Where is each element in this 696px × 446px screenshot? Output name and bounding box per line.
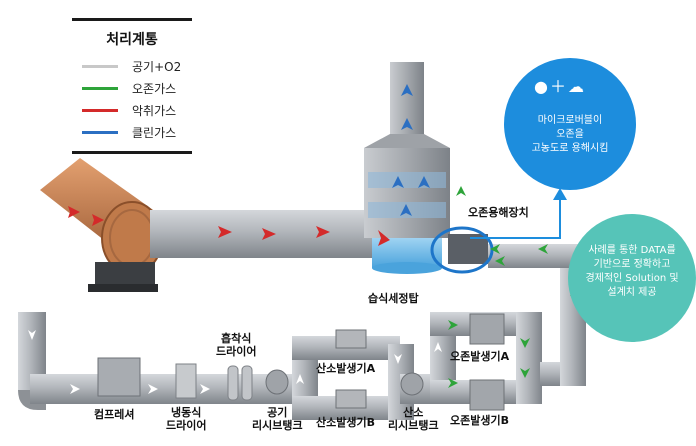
- refrigerated-dryer-label-line-2: 드라이어: [166, 419, 207, 432]
- air-receiver-label-line-2: 리시브탱크: [252, 419, 303, 432]
- o2-receiver-label-line-1: 산소: [403, 406, 424, 419]
- air-receiver-label: 공기 리시브탱크: [252, 406, 303, 432]
- adsorption-dryer-unit-1: [227, 365, 239, 401]
- ozone-generator-b-unit: [469, 379, 505, 411]
- o2-generator-b-unit: [335, 389, 367, 409]
- legend-title: 처리계통: [106, 32, 158, 48]
- equipment: [97, 226, 505, 411]
- odor-gas-arrows: [68, 206, 390, 246]
- adsorption-dryer-label: 흡착식 드라이어: [216, 332, 256, 358]
- ozone-dissolver-label: 오존용해장치: [468, 206, 529, 219]
- legend-item-odor: 악취가스: [72, 99, 192, 121]
- legend-item-air: 공기+O2: [72, 55, 192, 77]
- air-receiver-tank: [265, 369, 289, 395]
- ozone-gas-arrows: [448, 186, 580, 388]
- data-solution-callout: 사례를 통한 DATA를 기반으로 정확하고 경제적인 Solution 및 설…: [568, 214, 696, 342]
- microbubble-line-1: 마이크로버블이: [537, 115, 603, 126]
- microbubble-icon: ●＋☁: [534, 77, 586, 96]
- air-receiver-label-line-1: 공기: [267, 406, 288, 419]
- refrigerated-dryer-label-line-1: 냉동식: [171, 406, 202, 419]
- callout-arrow: [470, 188, 567, 239]
- legend-label-clean: 클린가스: [132, 125, 177, 140]
- legend-label-air: 공기+O2: [132, 59, 182, 74]
- ozone-generator-b-label: 오존발생기B: [450, 414, 509, 427]
- microbubble-callout: ●＋☁ 마이크로버블이 오존을 고농도로 용해시킴: [504, 58, 636, 190]
- compressor-unit: [97, 357, 141, 397]
- legend-label-odor: 악취가스: [132, 103, 177, 118]
- o2-receiver-label: 산소 리시브탱크: [388, 406, 439, 432]
- legend-item-clean: 클린가스: [72, 121, 192, 143]
- microbubble-line-3: 고농도로 용해시킴: [531, 143, 609, 154]
- legend-swatch-clean: [82, 130, 118, 134]
- legend-item-ozone: 오존가스: [72, 77, 192, 99]
- process-pipeline: [18, 244, 586, 420]
- legend-swatch-odor: [82, 108, 118, 112]
- compressor-label: 컴프레셔: [94, 408, 135, 421]
- adsorption-dryer-label-line-1: 흡착식: [221, 332, 252, 345]
- refrigerated-dryer-unit: [175, 363, 197, 399]
- legend-top-rule: [72, 18, 192, 21]
- scrubber-tower: [364, 62, 450, 274]
- legend-swatch-ozone: [82, 86, 118, 90]
- process-arrows: [28, 330, 442, 394]
- o2-generator-a-label: 산소발생기A: [316, 362, 376, 375]
- refrigerated-dryer-label: 냉동식 드라이어: [166, 406, 206, 432]
- inlet-duct: [40, 158, 170, 292]
- data-solution-line-2: 기반으로 정확하고: [593, 259, 671, 270]
- wet-scrubber-label: 습식세정탑: [368, 292, 419, 305]
- o2-receiver-label-line-2: 리시브탱크: [388, 419, 439, 432]
- o2-receiver-tank: [400, 372, 424, 396]
- legend-label-ozone: 오존가스: [132, 81, 177, 96]
- ozone-generator-a-unit: [469, 313, 505, 345]
- o2-generator-b-label: 산소발생기B: [316, 416, 375, 429]
- legend-bottom-rule: [72, 151, 192, 154]
- data-solution-line-1: 사례를 통한 DATA를: [588, 245, 676, 256]
- legend: 처리계통 공기+O2 오존가스 악취가스 클린가스: [72, 18, 192, 154]
- adsorption-dryer-label-line-2: 드라이어: [216, 345, 257, 358]
- legend-swatch-air: [82, 64, 118, 68]
- ozone-generator-a-label: 오존발생기A: [450, 350, 510, 363]
- data-solution-line-4: 설계치 제공: [607, 287, 657, 298]
- o2-generator-a-unit: [335, 329, 367, 349]
- data-solution-line-3: 경제적인 Solution 및: [585, 273, 679, 284]
- microbubble-line-2: 오존을: [556, 129, 584, 140]
- adsorption-dryer-unit-2: [241, 365, 253, 401]
- clean-gas-arrows: [392, 84, 430, 216]
